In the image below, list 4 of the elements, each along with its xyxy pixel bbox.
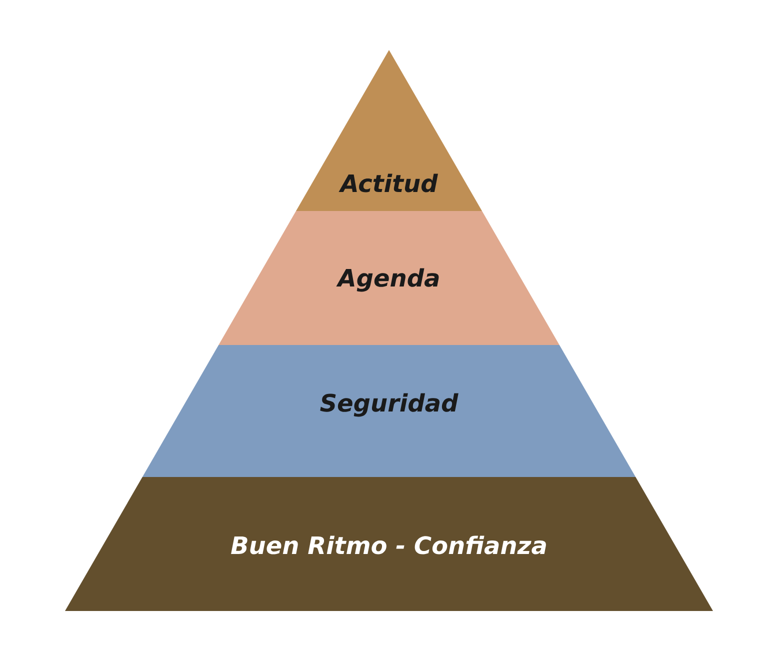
pyramid-level: Actitud xyxy=(296,50,482,211)
pyramid-level: Agenda xyxy=(218,211,560,345)
pyramid-level: Seguridad xyxy=(142,345,636,477)
pyramid-level: Buen Ritmo - Confianza xyxy=(65,477,713,611)
